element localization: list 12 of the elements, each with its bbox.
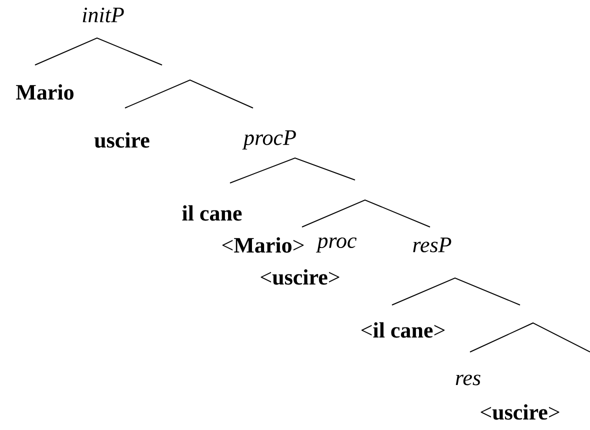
category-label: initP (82, 8, 124, 22)
trace-label: <il cane> (361, 322, 445, 338)
trace-label: <uscire> (260, 269, 340, 285)
word-label: uscire (94, 132, 150, 148)
word-label: Mario (16, 84, 74, 100)
category-label: resP (413, 238, 452, 252)
category-label: proc (316, 237, 357, 253)
trace-label: <uscire> (480, 404, 560, 420)
category-label: procP (242, 130, 296, 150)
trace-label: <Mario> (222, 237, 304, 253)
category-label: res (456, 374, 480, 386)
word-label: il cane (182, 205, 242, 221)
